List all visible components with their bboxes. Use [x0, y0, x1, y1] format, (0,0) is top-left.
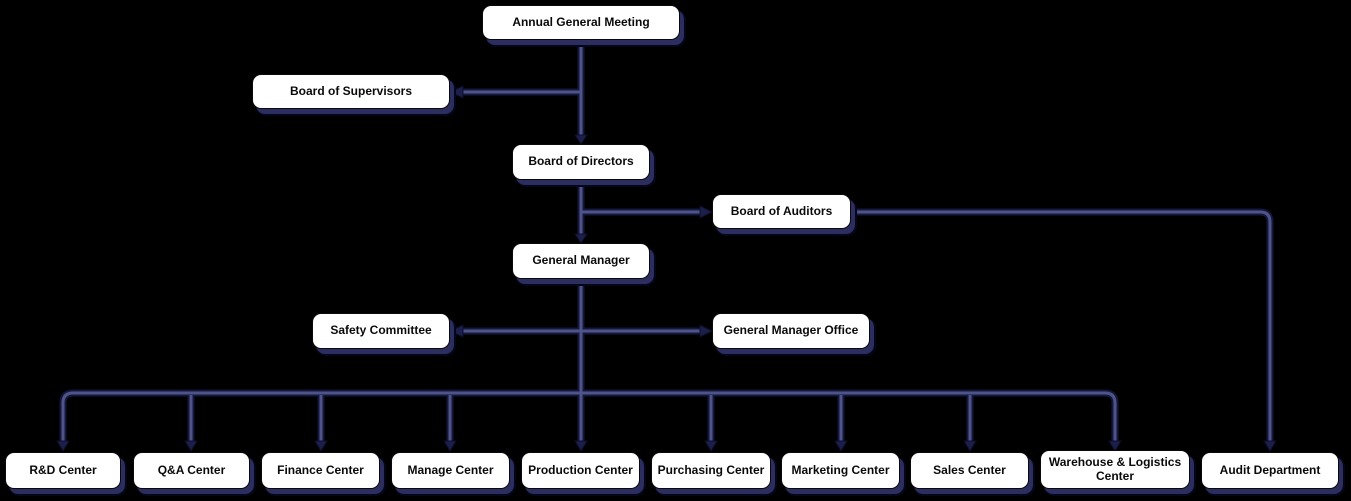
connector-core	[61, 38, 1272, 445]
node-safety-committee: Safety Committee	[312, 313, 450, 349]
node-annual-general-meeting: Annual General Meeting	[482, 5, 680, 40]
arrow-down-purchasing	[704, 440, 718, 452]
arrow-down-production	[574, 440, 588, 452]
arrow-left-safety	[448, 324, 464, 338]
arrow-down-finance	[314, 440, 328, 452]
arrow-right-auditors	[699, 205, 714, 219]
node-production-center: Production Center	[521, 452, 640, 489]
arrow-down-qa	[184, 440, 198, 452]
arrow-down-warehouse	[1108, 440, 1122, 452]
arrow-down-audit	[1263, 440, 1277, 452]
node-general-manager-office: General Manager Office	[712, 313, 870, 349]
node-warehouse-logistics-center: Warehouse & Logistics Center	[1040, 450, 1190, 489]
node-qa-center: Q&A Center	[133, 452, 250, 489]
node-general-manager: General Manager	[512, 243, 650, 279]
node-finance-center: Finance Center	[261, 452, 380, 489]
arrow-down-marketing	[834, 440, 848, 452]
arrow-down-directors	[574, 134, 588, 145]
arrow-right-gmo	[699, 324, 714, 338]
node-manage-center: Manage Center	[391, 452, 510, 489]
connector-arrowheads	[56, 85, 1277, 452]
node-sales-center: Sales Center	[910, 452, 1029, 489]
arrow-down-sales	[963, 440, 977, 452]
arrow-down-manage	[443, 440, 457, 452]
arrow-down-general-manager	[574, 233, 588, 244]
arrow-down-rnd	[56, 440, 70, 452]
node-rnd-center: R&D Center	[5, 452, 121, 489]
node-board-of-auditors: Board of Auditors	[712, 194, 851, 229]
node-marketing-center: Marketing Center	[781, 452, 900, 489]
connector-outline	[63, 40, 1270, 443]
node-purchasing-center: Purchasing Center	[651, 452, 771, 489]
node-board-of-directors: Board of Directors	[512, 144, 650, 180]
node-board-of-supervisors: Board of Supervisors	[252, 74, 450, 109]
node-audit-department: Audit Department	[1201, 452, 1339, 489]
arrow-left-supervisors	[448, 85, 464, 99]
